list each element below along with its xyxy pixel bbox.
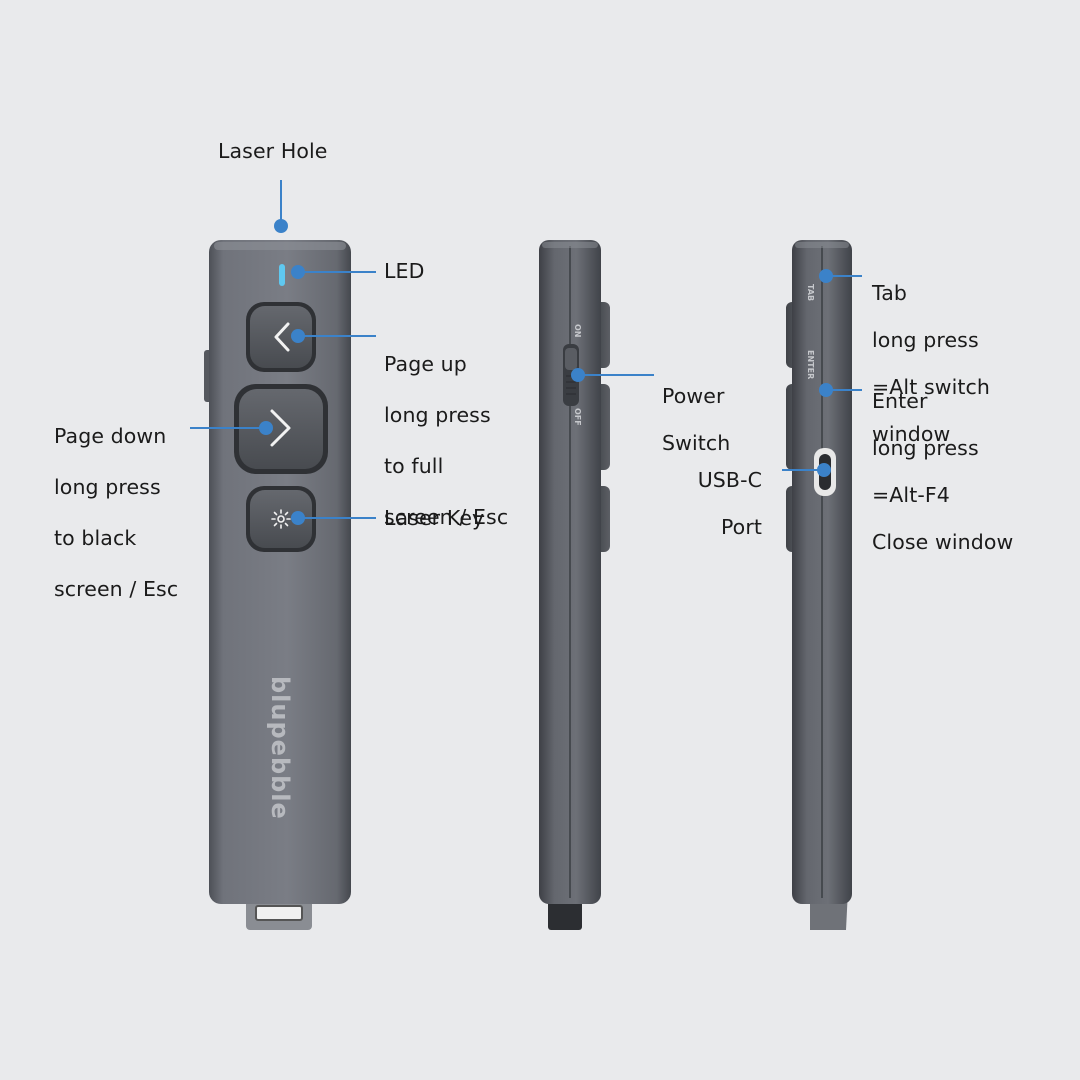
switch-off-label: OFF	[573, 408, 582, 426]
enter-label: Enter long press =Alt-F4 Close window	[872, 388, 1014, 554]
switch-on-label: ON	[573, 324, 582, 338]
callout-lines	[190, 180, 862, 525]
chevron-left-icon	[274, 322, 290, 352]
side-view-power: ON OFF	[539, 240, 610, 930]
power-switch-label: Power Switch	[662, 383, 731, 455]
front-view: blupebble	[204, 240, 351, 930]
page-down-button[interactable]	[239, 389, 323, 469]
side-enter-label: ENTER	[806, 350, 815, 379]
page-down-label: Page down long press to black screen / E…	[54, 423, 179, 601]
page-up-label: Page up long press to full screen / Esc	[384, 351, 509, 529]
led-label: LED	[384, 259, 425, 283]
laser-hole-label: Laser Hole	[218, 139, 328, 163]
page-up-button[interactable]	[250, 306, 312, 368]
laser-key-button[interactable]	[250, 490, 312, 548]
usb-c-label: USB-C Port	[697, 467, 762, 539]
side-tab-label: TAB	[806, 284, 815, 301]
tab-label: Tab long press =Alt switch window	[872, 280, 990, 446]
sun-icon	[271, 509, 291, 529]
side-view-ports: TAB ENTER	[786, 240, 852, 930]
brand-logo: blupebble	[266, 676, 294, 820]
chevron-right-icon	[270, 409, 291, 447]
led-indicator	[279, 264, 285, 286]
laser-key-label: Laser Key	[384, 506, 485, 530]
